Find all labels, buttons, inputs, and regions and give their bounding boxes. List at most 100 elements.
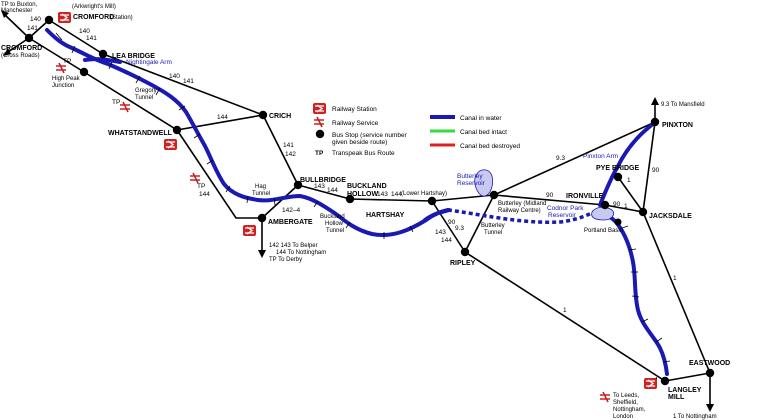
tick [655, 337, 663, 343]
label-jacksdale: JACKSDALE [649, 213, 692, 220]
bus-stop-pinxton[interactable] [650, 117, 660, 127]
arrow-to-nottingham [706, 404, 714, 412]
bus-stop-bullbridge[interactable] [293, 180, 303, 190]
label-buckland-tunnel-1: Buckland [320, 214, 345, 220]
bus-stop-high-peak-junction[interactable] [79, 67, 89, 77]
bus-stop-ironville[interactable] [600, 200, 610, 210]
label-route: 142–4 [282, 207, 300, 214]
route-labels: TP to Buxton, Manchester 140 141 140 141… [1, 2, 717, 420]
canal-codnor-langley [596, 208, 669, 376]
label-route: TP [63, 58, 71, 65]
label-gregory-2: Tunnel [135, 95, 153, 101]
canal-cromford-nightingale [83, 57, 122, 64]
legend-bus-stop-2: given beside route) [332, 139, 387, 146]
label-high-peak-2: Junction [52, 83, 74, 89]
label-butterley-tunnel-1: Butterley [481, 223, 505, 229]
label-cromford-crossroads: CROMFORD [1, 45, 42, 52]
label-tp-buxton-1: TP to Buxton, [1, 2, 38, 8]
bus-stop-ripley[interactable] [460, 247, 470, 257]
label-eastwood: EASTWOOD [689, 360, 730, 367]
label-bullbridge: BULLBRIDGE [300, 177, 346, 184]
bus-stop-crich[interactable] [258, 110, 268, 120]
tick [631, 295, 640, 298]
label-route: 140 [79, 28, 90, 35]
road-pinxton-jacksdale [642, 121, 656, 213]
label-route: 9.3 [556, 155, 565, 162]
label-ironville: IRONVILLE [566, 193, 604, 200]
label-butterley-2: Railway Centre) [498, 208, 541, 214]
tick [246, 195, 249, 204]
road-buckland-lowerhartshay [349, 198, 433, 202]
label-pinxton: PINXTON [662, 122, 693, 129]
tick [108, 61, 113, 70]
road-cromford-buxton [3, 13, 30, 39]
bus-stop-eastwood[interactable] [705, 368, 715, 378]
bus-stop-langley-mill[interactable] [660, 376, 670, 386]
label-route: 140 [30, 16, 41, 23]
arrow-to-west [3, 48, 11, 56]
bus-stop-butterley[interactable] [489, 190, 499, 200]
rail-service-icon-west [190, 172, 200, 184]
road-cromford-station [28, 19, 50, 39]
label-route: 143 [435, 229, 446, 236]
bus-stop-lea-bridge[interactable] [98, 49, 108, 59]
bus-stops [24, 15, 715, 386]
label-codnor-park-2: Reservoir [548, 212, 577, 219]
label-ambergate: AMBERGATE [268, 219, 313, 226]
label-lea-bridge: LEA BRIDGE [112, 53, 155, 60]
bus-stop-portland-basin[interactable] [614, 218, 622, 226]
label-langley-2: MILL [668, 394, 685, 401]
rail-service-icon-langley [600, 391, 610, 403]
map-legend: Railway Station Railway Service Bus Stop… [315, 106, 520, 157]
label-route: 144 [441, 237, 452, 244]
bus-stop-cromford-crossroads[interactable] [24, 33, 34, 43]
road-pyebridge-jacksdale [617, 176, 644, 213]
label-nightingale-arm: Nightingale Arm [126, 59, 172, 66]
bus-stop-pye-bridge[interactable] [613, 172, 623, 182]
legend-railway-station: Railway Station [332, 106, 377, 113]
label-hartshay: HARTSHAY [366, 212, 405, 219]
arrow-to-buxton [1, 10, 9, 18]
tick [193, 133, 201, 139]
tick [313, 200, 319, 208]
label-to-nottingham: 1 To Nottingham [673, 414, 717, 420]
legend-canal-intact: Canal bed intact [460, 129, 507, 136]
road-ambergate-bullbridge [261, 184, 299, 219]
bus-stop-lower-hartshay[interactable] [427, 196, 437, 206]
rail-station-icon-legend [313, 103, 326, 114]
label-cromford-crossroads-note: (Cross Roads) [1, 53, 40, 59]
label-ripley: RIPLEY [450, 260, 476, 267]
legend-canal-water: Canal in water [460, 115, 502, 122]
rail-service-icon-legend [314, 116, 324, 128]
label-pinxton-arm: Pinxton Arm [583, 153, 618, 160]
railway-services [56, 62, 610, 403]
legend-tp-desc: Transpeak Bus Route [332, 150, 395, 157]
legend-bus-stop-1: Bus Stop (service number [332, 132, 408, 139]
road-crossroads-highpeak [28, 37, 85, 73]
tick [225, 185, 231, 193]
label-to-leeds-3: Nottingham, [613, 407, 646, 413]
label-to-mansfield: 9.3 To Mansfield [661, 102, 705, 108]
bus-stop-whatstandwell[interactable] [172, 125, 182, 135]
canal-lower-hartshay-stub [423, 208, 451, 222]
tick [71, 45, 76, 54]
tick [345, 221, 351, 229]
codnor-park-reservoir [591, 206, 614, 221]
bus-stop-ambergate[interactable] [257, 213, 267, 223]
bus-stop-buckland-hollow[interactable] [345, 194, 355, 204]
label-route: 141 [86, 35, 97, 42]
label-to-belper-3: TP To Derby [269, 257, 302, 263]
tick [135, 75, 141, 84]
canal-cromford-ambergate [45, 28, 450, 237]
label-buckland-2: HOLLOW [347, 191, 378, 198]
label-to-leeds-1: To Leeds, [613, 393, 639, 399]
label-route: 1 [624, 203, 628, 210]
bus-stop-cromford-station[interactable] [44, 15, 54, 25]
label-buckland-tunnel-2: Hollow [325, 221, 344, 227]
tick [621, 225, 629, 229]
road-ironville-jacksdale [604, 204, 644, 213]
road-crich-bullbridge [262, 114, 299, 186]
feature-labels: Nightingale Arm Gregory Tunnel Hag Tunne… [126, 59, 618, 236]
bus-stop-jacksdale[interactable] [638, 207, 648, 217]
